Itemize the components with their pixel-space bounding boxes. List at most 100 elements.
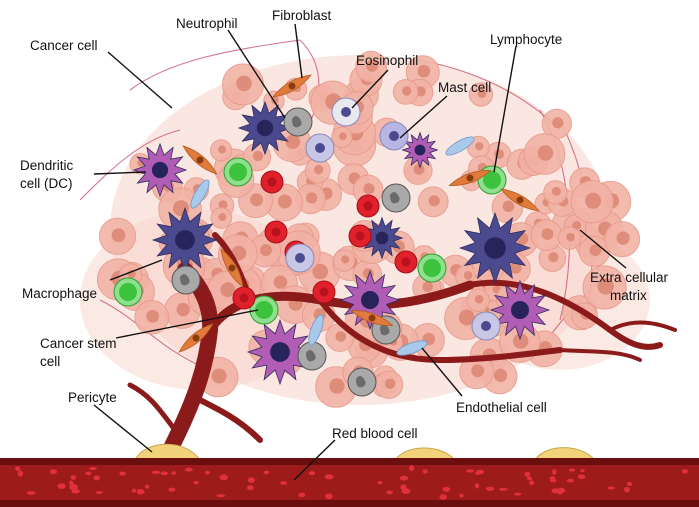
main-blood-vessel bbox=[0, 458, 699, 507]
neutrophil-cell bbox=[297, 341, 327, 371]
vessel-red-blood-cell bbox=[168, 487, 176, 492]
vessel-red-blood-cell bbox=[160, 471, 169, 476]
vessel-red-blood-cell bbox=[70, 475, 77, 480]
mast-cell bbox=[379, 121, 409, 151]
dendritic-cell bbox=[401, 131, 439, 169]
vessel-red-blood-cell bbox=[205, 470, 210, 475]
cancer-cell bbox=[538, 244, 567, 273]
endothelial-cell bbox=[190, 179, 210, 209]
vessel-red-blood-cell bbox=[280, 481, 288, 485]
cancer-cell bbox=[210, 139, 233, 162]
red-blood-cell bbox=[348, 224, 372, 248]
cancer-cell bbox=[332, 249, 356, 272]
lymphocyte-cell bbox=[249, 295, 279, 325]
endothelial-cell bbox=[445, 136, 475, 156]
fibroblast-cell bbox=[182, 145, 218, 175]
vessel-red-blood-cell bbox=[308, 471, 316, 476]
cancer-cell bbox=[459, 354, 495, 390]
macrophage-cell bbox=[237, 100, 293, 156]
red-blood-cell bbox=[264, 220, 288, 244]
vessel-red-blood-cell bbox=[549, 478, 557, 483]
label-cancer-cell: Cancer cell bbox=[30, 38, 98, 53]
eosinophil-cell bbox=[285, 243, 315, 273]
neutrophil-cell bbox=[381, 183, 411, 213]
vessel-red-blood-cell bbox=[85, 471, 92, 476]
red-blood-cell bbox=[356, 194, 380, 218]
vessel-red-blood-cells bbox=[15, 465, 689, 500]
lymphocyte-cell bbox=[113, 277, 143, 307]
fibroblast-cell bbox=[220, 248, 244, 288]
vessel-red-blood-cell bbox=[499, 487, 508, 491]
macrophage-cell bbox=[458, 211, 532, 285]
vessel-red-blood-cell bbox=[624, 486, 630, 493]
vessel-red-blood-cell bbox=[325, 493, 333, 500]
vessel-red-blood-cell bbox=[298, 492, 306, 498]
vessel-red-blood-cell bbox=[171, 471, 177, 475]
label-ecm-line1: Extra cellular bbox=[590, 270, 669, 285]
cancer-cell bbox=[98, 217, 137, 255]
vessel-red-blood-cell bbox=[377, 481, 383, 485]
dendritic-cell bbox=[246, 318, 314, 386]
vessel-red-blood-cell bbox=[409, 465, 415, 471]
vessel-red-blood-cell bbox=[681, 469, 689, 474]
eosinophil-cell bbox=[305, 133, 335, 163]
vessel-red-blood-cell bbox=[459, 493, 464, 498]
fibroblast-cell bbox=[272, 74, 312, 98]
cancer-cell bbox=[570, 180, 614, 224]
cancer-cell bbox=[134, 300, 169, 335]
pericytes bbox=[134, 443, 597, 461]
vessel-red-blood-cell bbox=[184, 467, 193, 472]
dendritic-cell bbox=[132, 142, 188, 198]
cancer-cell bbox=[541, 108, 572, 139]
red-blood-cell bbox=[232, 286, 256, 310]
vessel-red-blood-cell bbox=[49, 469, 58, 475]
cancer-cell bbox=[403, 155, 433, 185]
fibroblast-cell bbox=[350, 310, 394, 326]
vessel-red-blood-cell bbox=[526, 476, 533, 481]
red-blood-cell bbox=[260, 170, 284, 194]
vessel-red-blood-cell bbox=[476, 469, 485, 475]
vessel-red-blood-cell bbox=[15, 466, 21, 472]
vessel-red-blood-cell bbox=[263, 470, 270, 475]
neutrophil-cell bbox=[283, 107, 313, 137]
vessel-red-blood-cell bbox=[151, 470, 161, 474]
leader-lines bbox=[93, 23, 627, 481]
lymphocyte-cell bbox=[417, 253, 447, 283]
vessel-red-blood-cell bbox=[422, 469, 428, 474]
cancer-cell bbox=[417, 186, 449, 218]
neutrophil-cell bbox=[347, 367, 377, 397]
vessel-red-blood-cell bbox=[577, 474, 586, 480]
vessel-red-blood-cell bbox=[324, 474, 334, 480]
vessel-red-blood-cell bbox=[136, 488, 145, 495]
vessel-red-blood-cell bbox=[485, 486, 495, 491]
cancer-cell bbox=[210, 207, 233, 229]
vessel-red-blood-cell bbox=[552, 469, 557, 475]
label-mast-cell: Mast cell bbox=[438, 80, 491, 95]
vessel-red-blood-cell bbox=[474, 483, 480, 489]
cancer-cell bbox=[295, 183, 326, 215]
vessel-red-blood-cell bbox=[247, 477, 256, 483]
macrophage-cell bbox=[151, 206, 219, 274]
vessel-red-blood-cell bbox=[17, 470, 24, 477]
vessel-red-blood-cell bbox=[386, 490, 394, 495]
vessel-red-blood-cell bbox=[144, 484, 150, 489]
cancer-cell bbox=[604, 221, 641, 258]
cancer-cell bbox=[466, 288, 490, 312]
vessel-red-blood-cell bbox=[400, 484, 407, 491]
label-dendritic-line2: cell (DC) bbox=[20, 176, 73, 191]
vessel-red-blood-cell bbox=[626, 481, 633, 487]
immune-and-stromal-cells bbox=[113, 74, 551, 397]
cancer-cell bbox=[374, 370, 404, 399]
cancer-cell bbox=[543, 180, 568, 205]
vessel-red-blood-cell bbox=[607, 486, 615, 490]
cancer-cell bbox=[222, 63, 264, 106]
vessel-red-blood-cell bbox=[442, 486, 451, 492]
vessel-red-blood-cell bbox=[524, 471, 531, 477]
label-ecm-line2: matrix bbox=[610, 288, 647, 303]
label-dendritic-line1: Dendritic bbox=[20, 158, 74, 173]
label-macrophage: Macrophage bbox=[22, 286, 97, 301]
label-neutrophil: Neutrophil bbox=[176, 16, 238, 31]
mast-cell bbox=[471, 311, 501, 341]
vessel-red-blood-cell bbox=[551, 488, 560, 494]
